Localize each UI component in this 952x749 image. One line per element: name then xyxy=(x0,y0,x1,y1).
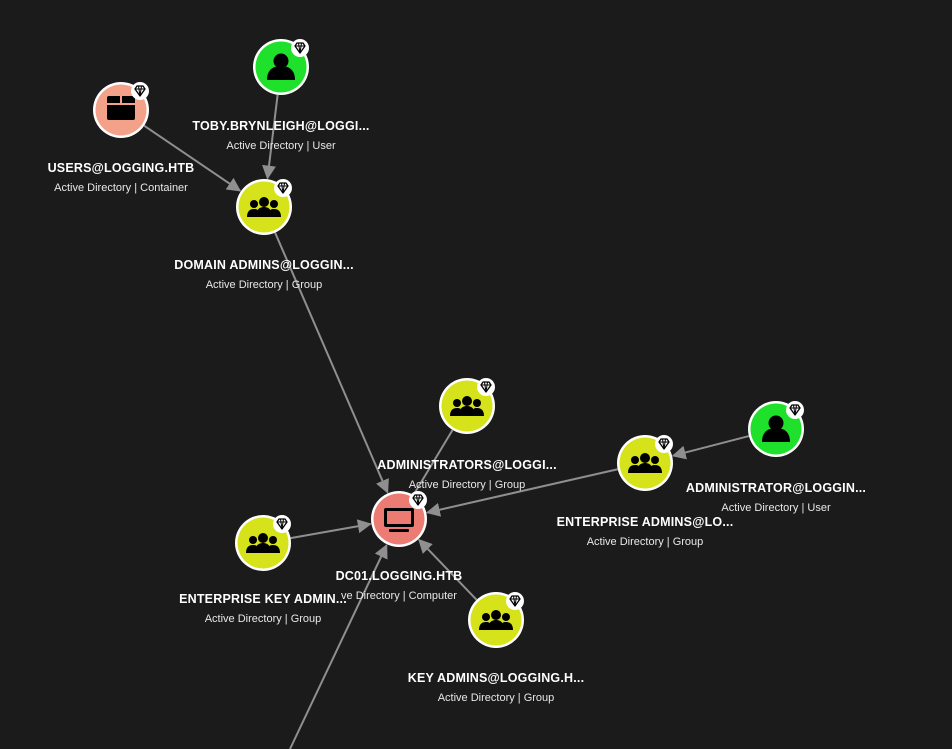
node-subtitle: Active Directory | Group xyxy=(409,479,526,491)
edge-keyadmins-to-dc01[interactable] xyxy=(418,538,478,601)
gem-icon xyxy=(654,434,674,454)
node-title: ADMINISTRATOR@LOGGIN... xyxy=(686,481,866,495)
edge-users-to-domainadmins[interactable] xyxy=(143,124,242,192)
node-title: TOBY.BRYNLEIGH@LOGGI... xyxy=(192,119,369,133)
node-dc01[interactable]: DC01.LOGGING.HTB ve Directory | Computer xyxy=(336,490,463,602)
node-title: DOMAIN ADMINS@LOGGIN... xyxy=(174,258,354,272)
node-subtitle: ve Directory | Computer xyxy=(341,590,457,602)
gem-icon xyxy=(272,514,292,534)
gem-icon xyxy=(785,400,805,420)
gem-icon xyxy=(130,81,150,101)
node-title: ADMINISTRATORS@LOGGI... xyxy=(377,458,557,472)
gem-icon xyxy=(408,490,428,510)
node-keyadmins[interactable]: KEY ADMINS@LOGGING.H... Active Directory … xyxy=(408,591,585,704)
nodes-layer: TOBY.BRYNLEIGH@LOGGI... Active Directory … xyxy=(48,38,866,704)
node-subtitle: Active Directory | Group xyxy=(438,692,555,704)
node-domainadmins[interactable]: DOMAIN ADMINS@LOGGIN... Active Directory … xyxy=(174,178,354,291)
node-administrator[interactable]: ADMINISTRATOR@LOGGIN... Active Directory … xyxy=(686,400,866,514)
node-subtitle: Active Directory | Container xyxy=(54,182,188,194)
edge-enterprisekey-to-dc01[interactable] xyxy=(290,519,372,540)
node-title: USERS@LOGGING.HTB xyxy=(48,161,195,175)
gem-icon xyxy=(476,377,496,397)
node-enterprisekey[interactable]: ENTERPRISE KEY ADMIN... Active Directory … xyxy=(179,514,347,625)
gem-icon xyxy=(290,38,310,58)
node-subtitle: Active Directory | User xyxy=(721,502,831,514)
gem-icon xyxy=(505,591,525,611)
edge-offscreen-to-dc01[interactable] xyxy=(289,543,388,749)
edge-administrators-to-dc01[interactable] xyxy=(413,429,454,495)
node-subtitle: Active Directory | Group xyxy=(587,536,704,548)
gem-icon xyxy=(273,178,293,198)
node-subtitle: Active Directory | Group xyxy=(206,279,323,291)
edge-domainadmins-to-dc01[interactable] xyxy=(274,232,389,494)
container-icon xyxy=(106,95,136,121)
node-administrators[interactable]: ADMINISTRATORS@LOGGI... Active Directory … xyxy=(377,377,557,491)
node-enterpriseadmins[interactable]: ENTERPRISE ADMINS@LO... Active Directory … xyxy=(557,434,734,548)
node-title: ENTERPRISE ADMINS@LO... xyxy=(557,515,734,529)
edge-enterpriseadmins-to-dc01[interactable] xyxy=(425,468,618,517)
node-toby[interactable]: TOBY.BRYNLEIGH@LOGGI... Active Directory … xyxy=(192,38,369,152)
node-subtitle: Active Directory | User xyxy=(226,140,336,152)
edge-administrator-to-enterpriseadmins[interactable] xyxy=(671,435,750,460)
node-title: ENTERPRISE KEY ADMIN... xyxy=(179,592,347,606)
edges-layer xyxy=(143,94,750,749)
node-title: KEY ADMINS@LOGGING.H... xyxy=(408,671,585,685)
edge-toby-to-domainadmins[interactable] xyxy=(262,94,279,180)
node-subtitle: Active Directory | Group xyxy=(205,613,322,625)
node-users[interactable]: USERS@LOGGING.HTB Active Directory | Cont… xyxy=(48,81,195,194)
node-title: DC01.LOGGING.HTB xyxy=(336,569,463,583)
